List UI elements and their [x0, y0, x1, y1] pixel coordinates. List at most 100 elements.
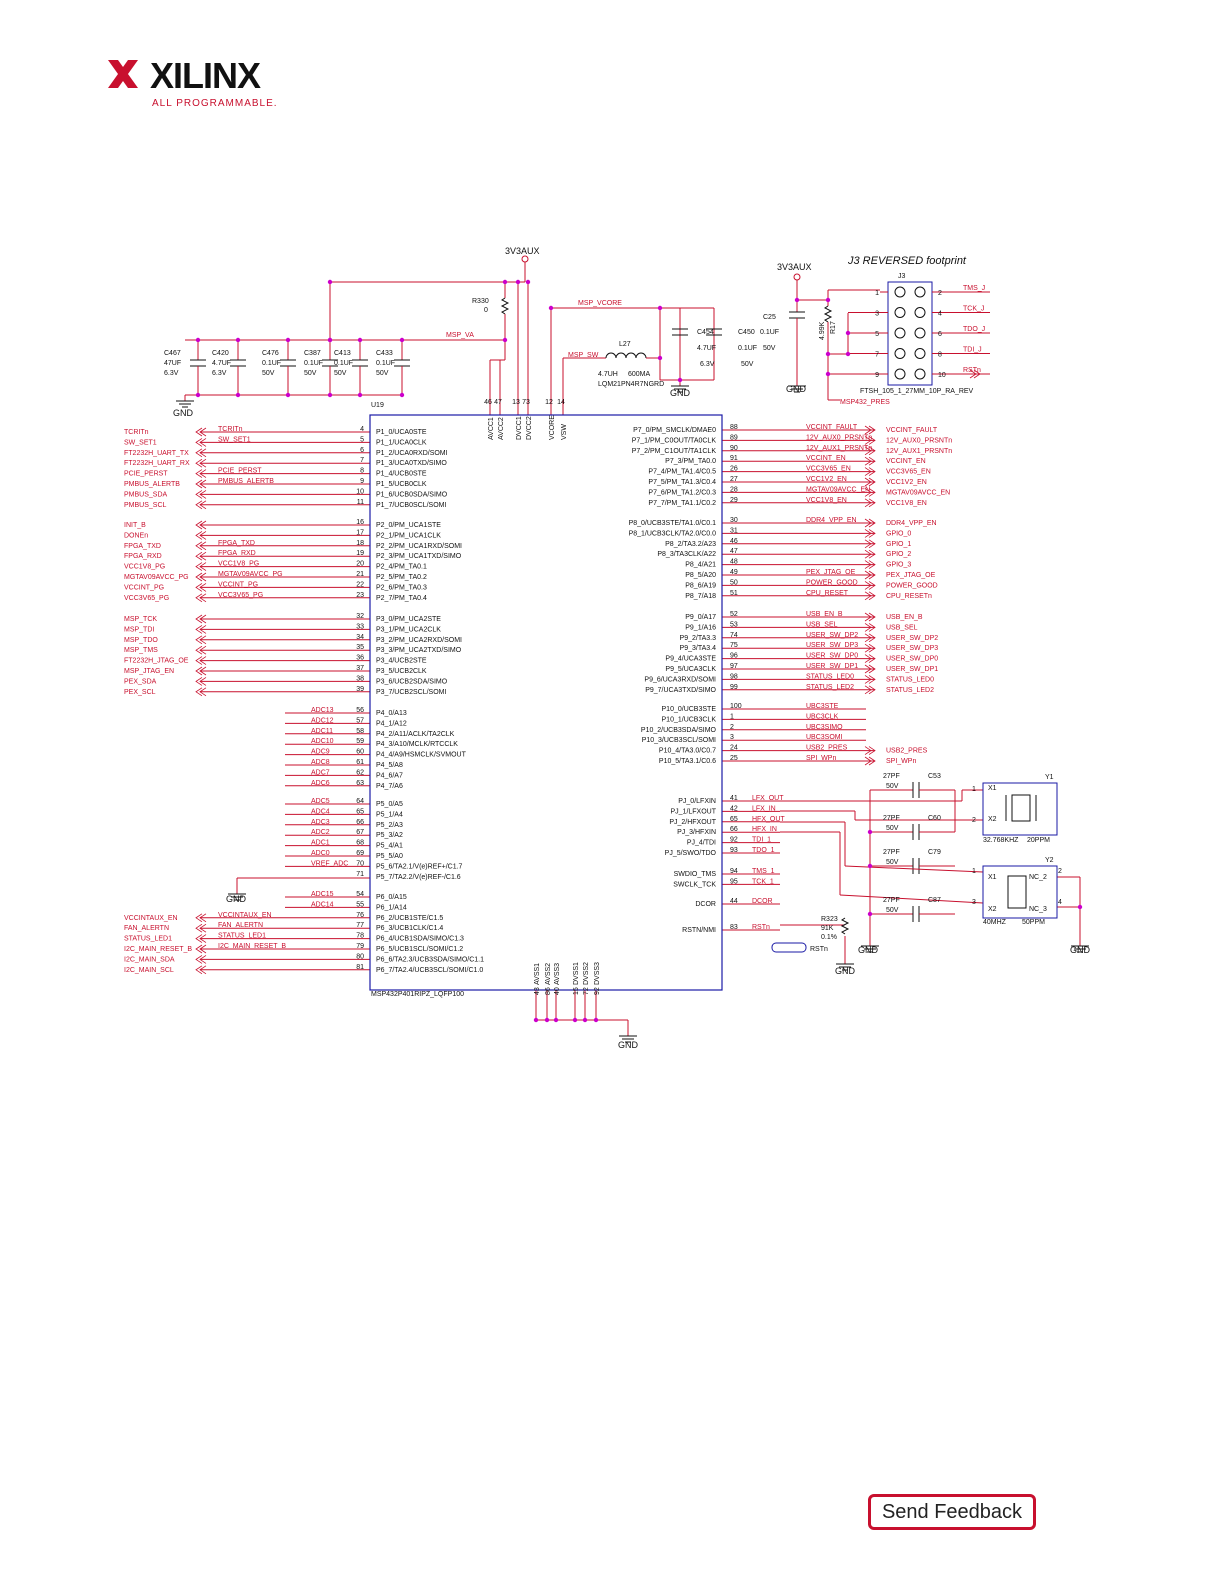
- j3-net: TDO_J: [963, 326, 985, 333]
- pin-name: P4_1/A12: [376, 720, 407, 727]
- y2-ref: Y2: [1045, 857, 1054, 864]
- pin-number: 92: [730, 837, 738, 844]
- pin-name: P2_1/PM_UCA1CLK: [376, 532, 441, 539]
- pin-name: P8_3/TA3CLK/A22: [657, 551, 716, 558]
- pin-number: 53: [730, 621, 738, 628]
- offpage-net: MGTAV09AVCC_EN: [886, 489, 950, 496]
- junction-dot: [867, 863, 873, 869]
- net-label: TCRITn: [218, 426, 243, 433]
- offpage-connector-icon: [864, 539, 876, 549]
- junction-dot: [533, 1017, 539, 1023]
- net-label: VCCINT_EN: [806, 455, 846, 462]
- gnd-label-1: GND: [173, 408, 194, 418]
- offpage-net: FAN_ALERTN: [124, 925, 169, 932]
- junction-dot: [867, 829, 873, 835]
- pin-number: 21: [356, 571, 364, 578]
- offpage-net: 12V_AUX0_PRSNTn: [886, 437, 952, 444]
- pin-name: P7_7/PM_TA1.1/C0.2: [648, 500, 716, 507]
- pin-name: P9_3/TA3.4: [680, 645, 717, 652]
- offpage-net: GPIO_1: [886, 541, 911, 548]
- pin-number: 4: [360, 426, 364, 433]
- cap-ref: C25: [763, 314, 776, 321]
- pin-name: P9_2/TA3.3: [680, 635, 717, 642]
- cap-voltage: 50V: [262, 370, 275, 377]
- offpage-net: VCCINT_FAULT: [886, 427, 938, 434]
- msp432-chip: [369, 414, 723, 991]
- net-label: PMBUS_ALERTB: [218, 478, 274, 485]
- offpage-net: GPIO_2: [886, 551, 911, 558]
- pin-name: P7_1/PM_C0OUT/TA0CLK: [632, 437, 717, 444]
- net-label: CPU_RESET: [806, 590, 849, 597]
- net-label: LFX_IN: [752, 805, 776, 812]
- pin-number: 17: [356, 529, 364, 536]
- offpage-net: CPU_RESETn: [886, 593, 932, 600]
- cap-voltage: 6.3V: [700, 361, 715, 368]
- net-label: HFX_IN: [752, 826, 777, 833]
- cap-ref: C420: [212, 350, 229, 357]
- pin-number: 7: [360, 457, 364, 464]
- net-label: VCCINT_PG: [218, 581, 258, 588]
- y1-freq: 32.768KHZ: [983, 837, 1019, 844]
- rstn-offpage: RSTn: [810, 946, 828, 953]
- offpage-connector-icon: [195, 635, 207, 645]
- pin-name: P9_6/UCA3RXD/SOMI: [644, 676, 716, 683]
- net-label: DDR4_VPP_EN: [806, 517, 857, 524]
- net-label: USER_SW_DP1: [806, 663, 858, 670]
- net-label: PCIE_PERST: [218, 468, 262, 475]
- cap-voltage: 50V: [334, 370, 347, 377]
- offpage-net: PEX_JTAG_OE: [886, 572, 936, 579]
- pin-name: P9_5/UCA3CLK: [665, 666, 716, 673]
- l27-rating: 600MA: [628, 371, 651, 378]
- pin-number: 6: [360, 447, 364, 454]
- j3-pull-ref: R17: [830, 321, 837, 334]
- cap-ref: C413: [334, 350, 351, 357]
- net-label: ADC10: [311, 738, 334, 745]
- offpage-net: STATUS_LED0: [886, 676, 934, 683]
- pin-name: P2_5/PM_TA0.2: [376, 574, 427, 581]
- pin-name: P10_5/TA3.1/C0.6: [659, 758, 716, 765]
- pin-number: 2: [730, 724, 734, 731]
- y2-ppm: 50PPM: [1022, 919, 1045, 926]
- pin-name: P5_1/A4: [376, 811, 403, 818]
- pin-name: P6_4/UCB1SDA/SIMO/C1.3: [376, 936, 464, 943]
- net-label: ADC1: [311, 840, 330, 847]
- junction-dot: [677, 377, 683, 383]
- pin-number: 51: [730, 590, 738, 597]
- pin-number: 56: [356, 707, 364, 714]
- offpage-net: SPI_WPn: [886, 758, 916, 765]
- cap-ref: C467: [164, 350, 181, 357]
- pin-name: DVSS1: [573, 962, 580, 985]
- ic-part: MSP432P401RIPZ_LQFP100: [371, 991, 464, 998]
- pin-name: P10_0/UCB3STE: [662, 706, 717, 713]
- rstn-port-icon: [771, 942, 807, 953]
- pin-name: P9_1/A16: [685, 624, 716, 631]
- offpage-net: 12V_AUX1_PRSNTn: [886, 448, 952, 455]
- pin-number: 42: [730, 805, 738, 812]
- j3-pin-number: 10: [938, 372, 946, 379]
- j3-pin-number: 6: [938, 331, 942, 338]
- j3-pin-number: 7: [875, 352, 879, 359]
- offpage-connector-icon: [195, 490, 207, 499]
- send-feedback-button[interactable]: Send Feedback: [868, 1494, 1036, 1530]
- net-label: ADC0: [311, 850, 330, 857]
- net-label: UBC3SIMO: [806, 724, 843, 731]
- pin-number: 66: [730, 826, 738, 833]
- j3-pin-icon: [894, 348, 906, 359]
- net-label: DCOR: [752, 898, 773, 905]
- pin-number: 1: [730, 713, 734, 720]
- pin-number: 47: [730, 548, 738, 555]
- pin-number: 13: [512, 399, 520, 406]
- offpage-connector-icon: [195, 955, 207, 964]
- pin-name: PJ_3/HFXIN: [677, 829, 716, 836]
- net-label: SPI_WPn: [806, 755, 836, 762]
- pin-number: 58: [356, 728, 364, 735]
- offpage-net: PMBUS_SDA: [124, 491, 168, 498]
- cap-voltage: 50V: [763, 345, 776, 352]
- offpage-connector-icon: [864, 425, 876, 435]
- pin-number: 39: [356, 686, 364, 693]
- cap-voltage: 50V: [886, 783, 899, 790]
- net-label: ADC15: [311, 891, 334, 898]
- junction-dot: [553, 1017, 559, 1023]
- pin-number: 100: [730, 703, 742, 710]
- offpage-connector-icon: [864, 477, 876, 487]
